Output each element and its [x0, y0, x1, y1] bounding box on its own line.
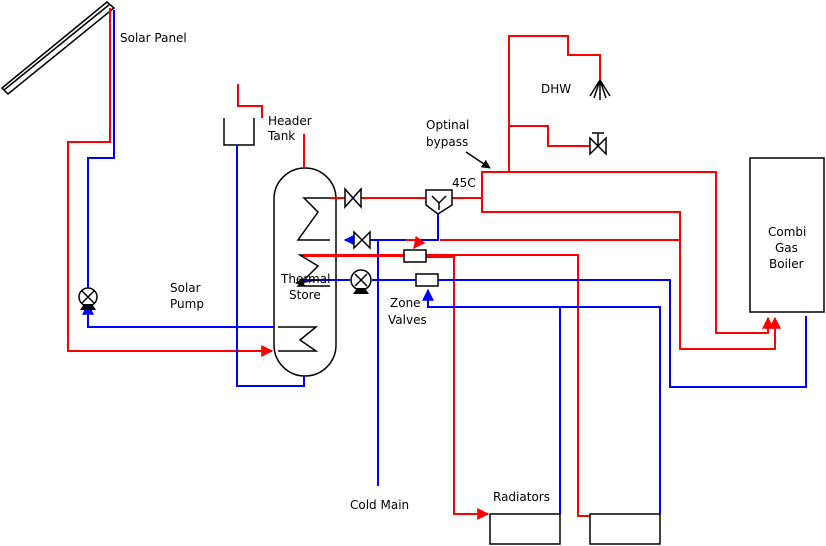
solar-pump-icon: [78, 287, 98, 310]
label-thermal-store-1: Thermal: [280, 272, 330, 286]
label-zone-valves-2: Valves: [388, 313, 427, 327]
shower-icon: [589, 79, 611, 100]
label-header-tank-1: Header: [268, 114, 312, 128]
label-solar-panel: Solar Panel: [120, 31, 187, 45]
return-arrow: [295, 277, 319, 287]
solar-return-pipe: [87, 10, 115, 290]
dhw-flow-pipes: [330, 35, 781, 350]
label-optional-bypass-1: Optinal: [426, 118, 469, 132]
label-zone-valves-1: Zone: [390, 296, 421, 310]
zone-valve-upper-icon: [403, 249, 427, 263]
label-radiators: Radiators: [493, 490, 550, 504]
solar-coil-icon: [278, 326, 319, 352]
radiator-right: [589, 513, 661, 545]
label-solar-pump-1: Solar: [170, 281, 201, 295]
label-combi-1: Combi: [768, 225, 806, 239]
solar-panel: [0, 1, 116, 96]
thermal-store-tank: [273, 134, 337, 377]
tap-icon: [589, 132, 607, 156]
label-combi-3: Boiler: [769, 257, 804, 271]
check-valve-icon: [353, 230, 371, 250]
label-combi-2: Gas: [775, 241, 798, 255]
solar-return-lower-pipe: [82, 302, 278, 328]
label-temperature-45c: 45C: [452, 176, 476, 190]
radiator-left: [489, 513, 561, 545]
solar-loop-pipes: [67, 8, 278, 357]
isolation-valve-icon: [344, 187, 362, 209]
dhw-coil-icon: [296, 197, 330, 241]
label-dhw: DHW: [541, 82, 571, 96]
heating-return-pipes: [295, 277, 807, 514]
heating-pump-icon: [350, 269, 372, 294]
label-solar-pump-2: Pump: [170, 297, 204, 311]
bypass-pointer-arrow: [465, 151, 491, 169]
header-tank: [223, 84, 305, 387]
combi-boiler: [749, 157, 825, 313]
label-thermal-store-2: Store: [289, 288, 321, 302]
label-cold-main: Cold Main: [350, 498, 409, 512]
label-header-tank-2: Tank: [267, 129, 295, 143]
label-optional-bypass-2: bypass: [426, 135, 468, 149]
zone-valve-lower-icon: [415, 273, 439, 287]
mixing-valve-icon: [378, 189, 453, 241]
solar-flow-pipe: [67, 8, 274, 357]
